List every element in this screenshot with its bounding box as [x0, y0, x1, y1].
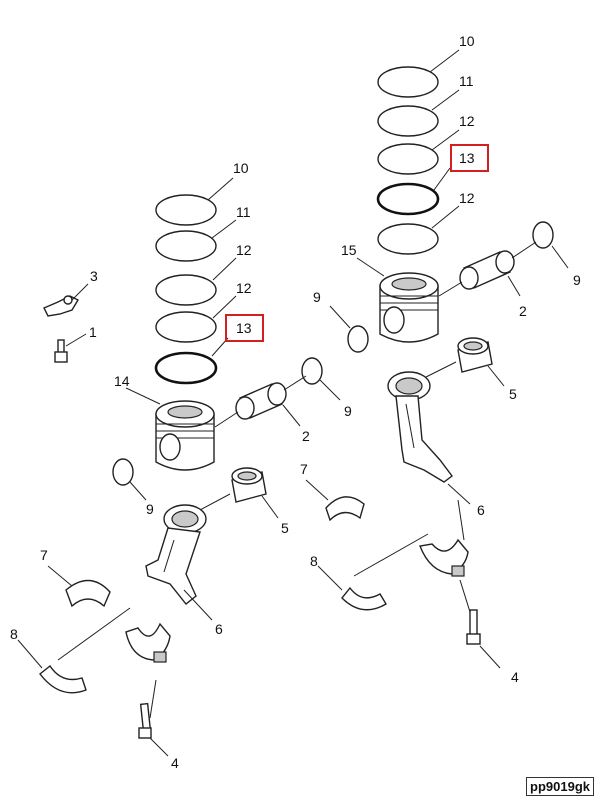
callout-left-3: 3 — [90, 268, 98, 284]
left-retaining-rings — [112, 357, 341, 501]
callout-right-12a: 12 — [459, 113, 475, 129]
callout-right-4: 4 — [511, 669, 519, 685]
right-wrist-pin — [438, 241, 537, 297]
callout-left-11: 11 — [236, 204, 251, 220]
callout-right-12b: 12 — [459, 190, 475, 206]
left-piston-rings — [154, 194, 218, 385]
callout-left-8: 8 — [10, 626, 18, 642]
right-piston — [356, 257, 439, 343]
callout-left-9a: 9 — [344, 403, 352, 419]
callout-left-12a: 12 — [236, 242, 252, 258]
right-bearing-axis — [353, 533, 429, 577]
callout-right-11: 11 — [459, 73, 474, 89]
left-bushing — [199, 467, 279, 519]
right-connecting-rod — [387, 371, 471, 505]
right-retaining-rings — [329, 221, 569, 353]
left-callouts: 10 11 12 12 13 14 3 1 2 9 9 5 6 7 8 4 — [10, 160, 352, 771]
left-piston — [125, 387, 215, 471]
left-ring-leaders — [207, 177, 237, 357]
left-bearing-upper — [47, 565, 111, 608]
left-bearing-axis — [57, 607, 131, 661]
callout-right-8: 8 — [310, 553, 318, 569]
right-rod-cap — [419, 499, 471, 613]
left-rod-bolt — [138, 702, 169, 757]
callout-left-9b: 9 — [146, 501, 154, 517]
callout-left-2: 2 — [302, 428, 310, 444]
right-ring-leaders — [429, 49, 460, 229]
callout-right-5: 5 — [509, 386, 517, 402]
callout-right-7: 7 — [300, 461, 308, 477]
callout-left-14: 14 — [114, 373, 130, 389]
right-callouts: 10 11 12 13 12 15 9 9 2 5 6 7 8 4 — [300, 33, 581, 685]
left-bearing-lower — [17, 639, 87, 694]
right-bearing-upper — [305, 479, 365, 522]
callout-left-5: 5 — [281, 520, 289, 536]
callout-left-1: 1 — [89, 324, 97, 340]
left-connecting-rod — [145, 504, 213, 621]
callout-right-10: 10 — [459, 33, 475, 49]
left-highlight-box-13 — [225, 314, 264, 342]
callout-right-9a: 9 — [313, 289, 321, 305]
callout-right-15: 15 — [341, 242, 357, 258]
figure-id-label: pp9019gk — [526, 777, 594, 796]
callout-left-12b: 12 — [236, 280, 252, 296]
left-piston-cooling-nozzle — [43, 283, 89, 317]
callout-right-9b: 9 — [573, 272, 581, 288]
callout-left-6: 6 — [215, 621, 223, 637]
left-rod-cap — [125, 622, 171, 719]
callout-right-6: 6 — [477, 502, 485, 518]
callout-left-7: 7 — [40, 547, 48, 563]
right-bearing-lower — [317, 565, 387, 611]
right-bushing — [419, 337, 505, 387]
callout-left-4: 4 — [171, 755, 179, 771]
left-wrist-pin — [214, 375, 307, 428]
right-highlight-box-13 — [450, 144, 489, 172]
callout-left-10: 10 — [233, 160, 249, 176]
callout-right-13: 13 — [459, 150, 475, 166]
right-piston-rings — [376, 66, 440, 255]
callout-right-2: 2 — [519, 303, 527, 319]
right-rod-bolt — [466, 609, 501, 669]
callout-left-13: 13 — [236, 320, 252, 336]
left-nozzle-bolt — [54, 333, 87, 363]
